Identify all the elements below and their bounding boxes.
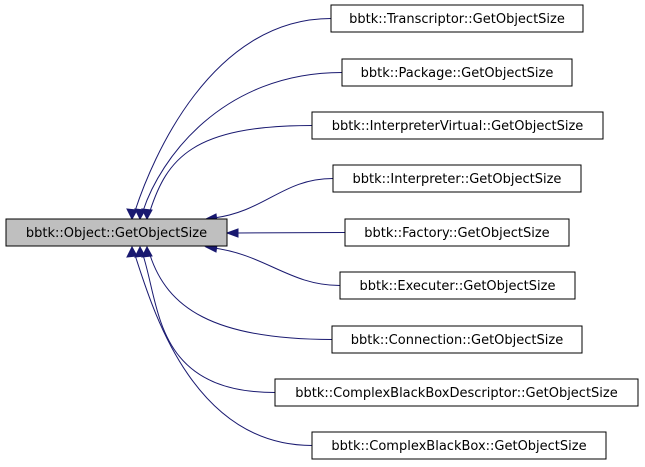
root-node-box bbox=[5, 218, 228, 247]
call-edge bbox=[213, 247, 341, 286]
caller-node-label: bbtk::Package::GetObjectSize bbox=[361, 66, 554, 81]
caller-node-box bbox=[344, 218, 570, 247]
call-edge bbox=[134, 18, 332, 212]
caller-node-box bbox=[341, 58, 573, 87]
caller-node[interactable]: bbtk::Package::GetObjectSize bbox=[341, 58, 573, 87]
caller-node-box bbox=[331, 325, 583, 354]
call-edge bbox=[134, 254, 313, 446]
call-edge bbox=[142, 254, 276, 393]
caller-node-label: bbtk::Factory::GetObjectSize bbox=[364, 226, 549, 241]
call-edge bbox=[213, 178, 334, 219]
root-node-label: bbtk::Object::GetObjectSize bbox=[26, 226, 207, 241]
caller-node-box bbox=[311, 111, 604, 140]
caller-node-box bbox=[274, 378, 639, 407]
root-node[interactable]: bbtk::Object::GetObjectSize bbox=[5, 218, 228, 247]
caller-node-box bbox=[332, 164, 582, 193]
call-edge bbox=[236, 232, 346, 234]
caller-node[interactable]: bbtk::ComplexBlackBox::GetObjectSize bbox=[311, 431, 607, 460]
caller-node-label: bbtk::ComplexBlackBox::GetObjectSize bbox=[331, 439, 586, 454]
caller-node[interactable]: bbtk::Interpreter::GetObjectSize bbox=[332, 164, 582, 193]
caller-node-label: bbtk::Interpreter::GetObjectSize bbox=[353, 172, 562, 187]
call-edge bbox=[149, 125, 313, 212]
arrowhead bbox=[141, 208, 153, 221]
arrowhead bbox=[225, 228, 239, 238]
caller-node-box bbox=[311, 431, 607, 460]
arrowhead bbox=[134, 245, 146, 258]
caller-node-label: bbtk::Transcriptor::GetObjectSize bbox=[349, 12, 565, 27]
caller-nodes: bbtk::Transcriptor::GetObjectSizebbtk::P… bbox=[274, 4, 639, 460]
caller-node-box bbox=[330, 4, 584, 33]
caller-node[interactable]: bbtk::Transcriptor::GetObjectSize bbox=[330, 4, 584, 33]
caller-node[interactable]: bbtk::Connection::GetObjectSize bbox=[331, 325, 583, 354]
caller-node-label: bbtk::ComplexBlackBoxDescriptor::GetObje… bbox=[295, 386, 618, 401]
call-edge bbox=[149, 254, 333, 340]
arrowhead bbox=[134, 208, 146, 221]
arrowhead bbox=[126, 245, 138, 258]
caller-node[interactable]: bbtk::Executer::GetObjectSize bbox=[339, 271, 576, 300]
caller-node[interactable]: bbtk::InterpreterVirtual::GetObjectSize bbox=[311, 111, 604, 140]
caller-node-label: bbtk::Connection::GetObjectSize bbox=[351, 333, 563, 348]
caller-node-label: bbtk::InterpreterVirtual::GetObjectSize bbox=[332, 119, 584, 134]
call-edge bbox=[142, 72, 343, 212]
arrowhead bbox=[126, 208, 138, 221]
caller-node-box bbox=[339, 271, 576, 300]
caller-node-label: bbtk::Executer::GetObjectSize bbox=[360, 279, 556, 294]
caller-node[interactable]: bbtk::Factory::GetObjectSize bbox=[344, 218, 570, 247]
caller-node[interactable]: bbtk::ComplexBlackBoxDescriptor::GetObje… bbox=[274, 378, 639, 407]
